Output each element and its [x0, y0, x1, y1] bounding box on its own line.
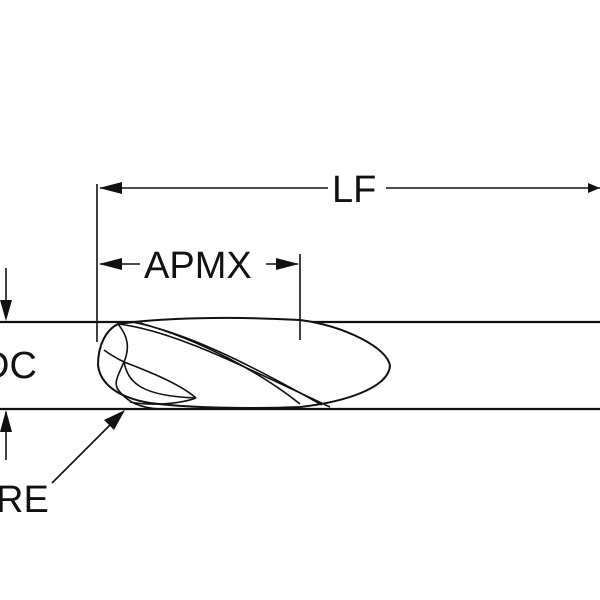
lf-arrow-left	[99, 182, 122, 194]
ball-pocket	[123, 361, 197, 405]
lf-label: LF	[332, 169, 376, 211]
apmx-arrow-right	[276, 258, 299, 270]
dc-dimension: DC	[0, 268, 37, 460]
dc-arrow-bottom	[0, 410, 12, 432]
dc-label: DC	[0, 345, 37, 387]
apmx-label: APMX	[144, 245, 252, 287]
apmx-dimension: APMX	[99, 245, 301, 340]
tool-head	[96, 316, 392, 410]
dc-arrow-top	[0, 300, 12, 321]
lf-arrow-right	[588, 183, 600, 193]
re-dimension: RE	[0, 410, 125, 521]
ball-edge-2	[103, 349, 125, 363]
flute-line-3	[139, 322, 301, 405]
ball-edge-3	[123, 361, 197, 399]
ball-edge-4	[119, 391, 161, 410]
re-arrow	[104, 410, 125, 430]
lf-dimension: LF	[96, 169, 600, 342]
apmx-arrow-left	[99, 258, 122, 270]
re-label: RE	[0, 479, 49, 521]
re-leader-line	[51, 414, 121, 484]
